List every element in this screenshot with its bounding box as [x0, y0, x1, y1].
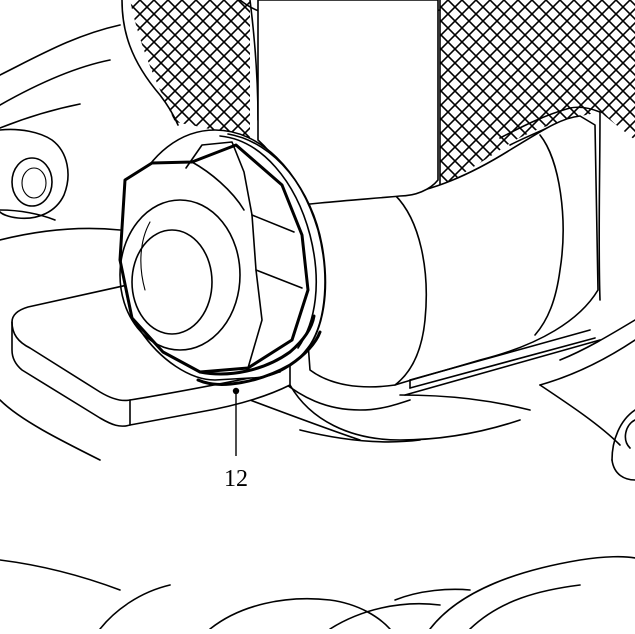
callout-label-12: 12 — [224, 466, 248, 492]
callout-leader — [232, 387, 240, 456]
mounting-boss — [0, 128, 69, 220]
hex-head — [118, 141, 310, 374]
leader-dot — [232, 387, 240, 395]
gasket-seal-ring — [196, 314, 322, 386]
